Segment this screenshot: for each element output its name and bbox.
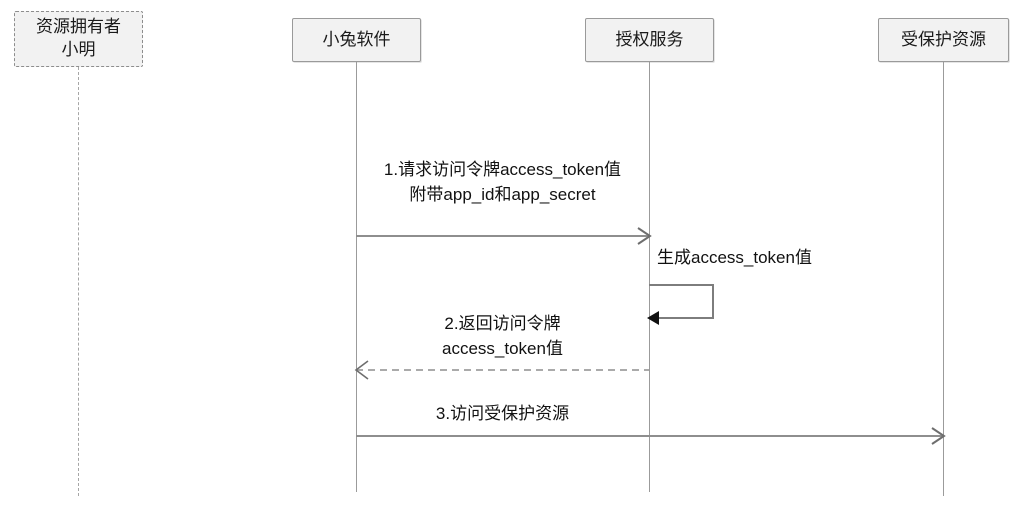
participant-label-resource-owner-line2: 小明 bbox=[61, 40, 96, 59]
participant-label-resource-owner-line1: 资源拥有者 bbox=[36, 17, 121, 37]
message-arrow-2 bbox=[354, 360, 649, 380]
lifeline-client-app bbox=[356, 62, 357, 492]
message-label-3-line1: 3.访问受保护资源 bbox=[435, 404, 570, 423]
participant-box-authorization-service[interactable]: 授权服务 bbox=[585, 18, 714, 62]
message-arrow-3 bbox=[356, 427, 946, 445]
participant-box-resource-owner[interactable]: 资源拥有者 小明 bbox=[14, 11, 143, 67]
participant-box-client-app[interactable]: 小兔软件 bbox=[292, 18, 421, 62]
lifeline-protected-resource bbox=[943, 62, 944, 496]
participant-box-protected-resource[interactable]: 受保护资源 bbox=[878, 18, 1009, 62]
participant-label-authorization-service: 授权服务 bbox=[615, 29, 684, 49]
participant-label-client-app: 小兔软件 bbox=[322, 29, 391, 49]
message-label-2: 2.返回访问令牌 access_token值 bbox=[356, 312, 649, 361]
message-label-self-line1: 生成access_token值 bbox=[657, 248, 812, 267]
message-label-1-line1: 1.请求访问令牌access_token值 bbox=[383, 160, 622, 179]
lifeline-authorization-service bbox=[649, 62, 650, 492]
message-label-2-line2: access_token值 bbox=[442, 338, 563, 358]
lifeline-resource-owner bbox=[78, 67, 79, 496]
message-label-1-line2: 附带app_id和app_secret bbox=[409, 184, 596, 204]
message-label-1: 1.请求访问令牌access_token值 附带app_id和app_secre… bbox=[356, 158, 649, 207]
message-arrow-self-loop bbox=[647, 284, 714, 325]
message-arrow-1 bbox=[356, 227, 652, 245]
message-label-2-line1: 2.返回访问令牌 bbox=[444, 314, 561, 333]
message-label-3: 3.访问受保护资源 bbox=[356, 402, 649, 427]
participant-label-protected-resource: 受保护资源 bbox=[901, 29, 986, 49]
message-label-self-generate-token: 生成access_token值 bbox=[657, 246, 812, 271]
